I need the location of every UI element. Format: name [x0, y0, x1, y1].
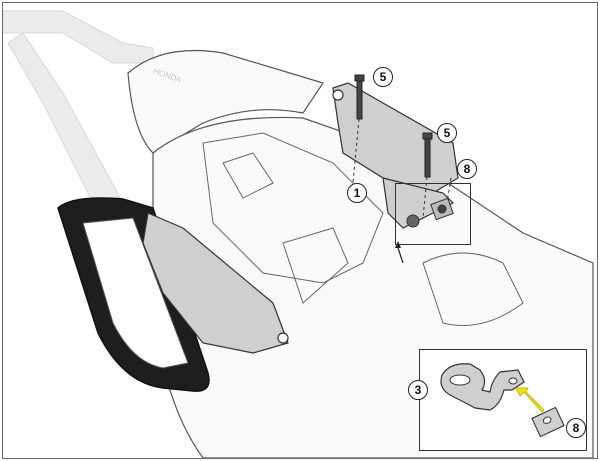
- inset-detail: 3 8: [408, 349, 587, 451]
- insertion-arrow-icon: [515, 387, 545, 413]
- inset-drawing: [440, 363, 565, 438]
- callout-5-right: 5: [437, 123, 457, 143]
- bolts: [354, 74, 433, 178]
- assembly-drawing: HONDA: [3, 10, 594, 458]
- detail-highlight-box: [395, 183, 471, 245]
- callout-1-plate: 1: [347, 183, 367, 203]
- callout-5-upper: 5: [373, 67, 393, 87]
- callout-8-inset: 8: [566, 418, 586, 438]
- callout-8-clipnut: 8: [457, 159, 477, 179]
- callout-3-bracket: 3: [408, 380, 428, 400]
